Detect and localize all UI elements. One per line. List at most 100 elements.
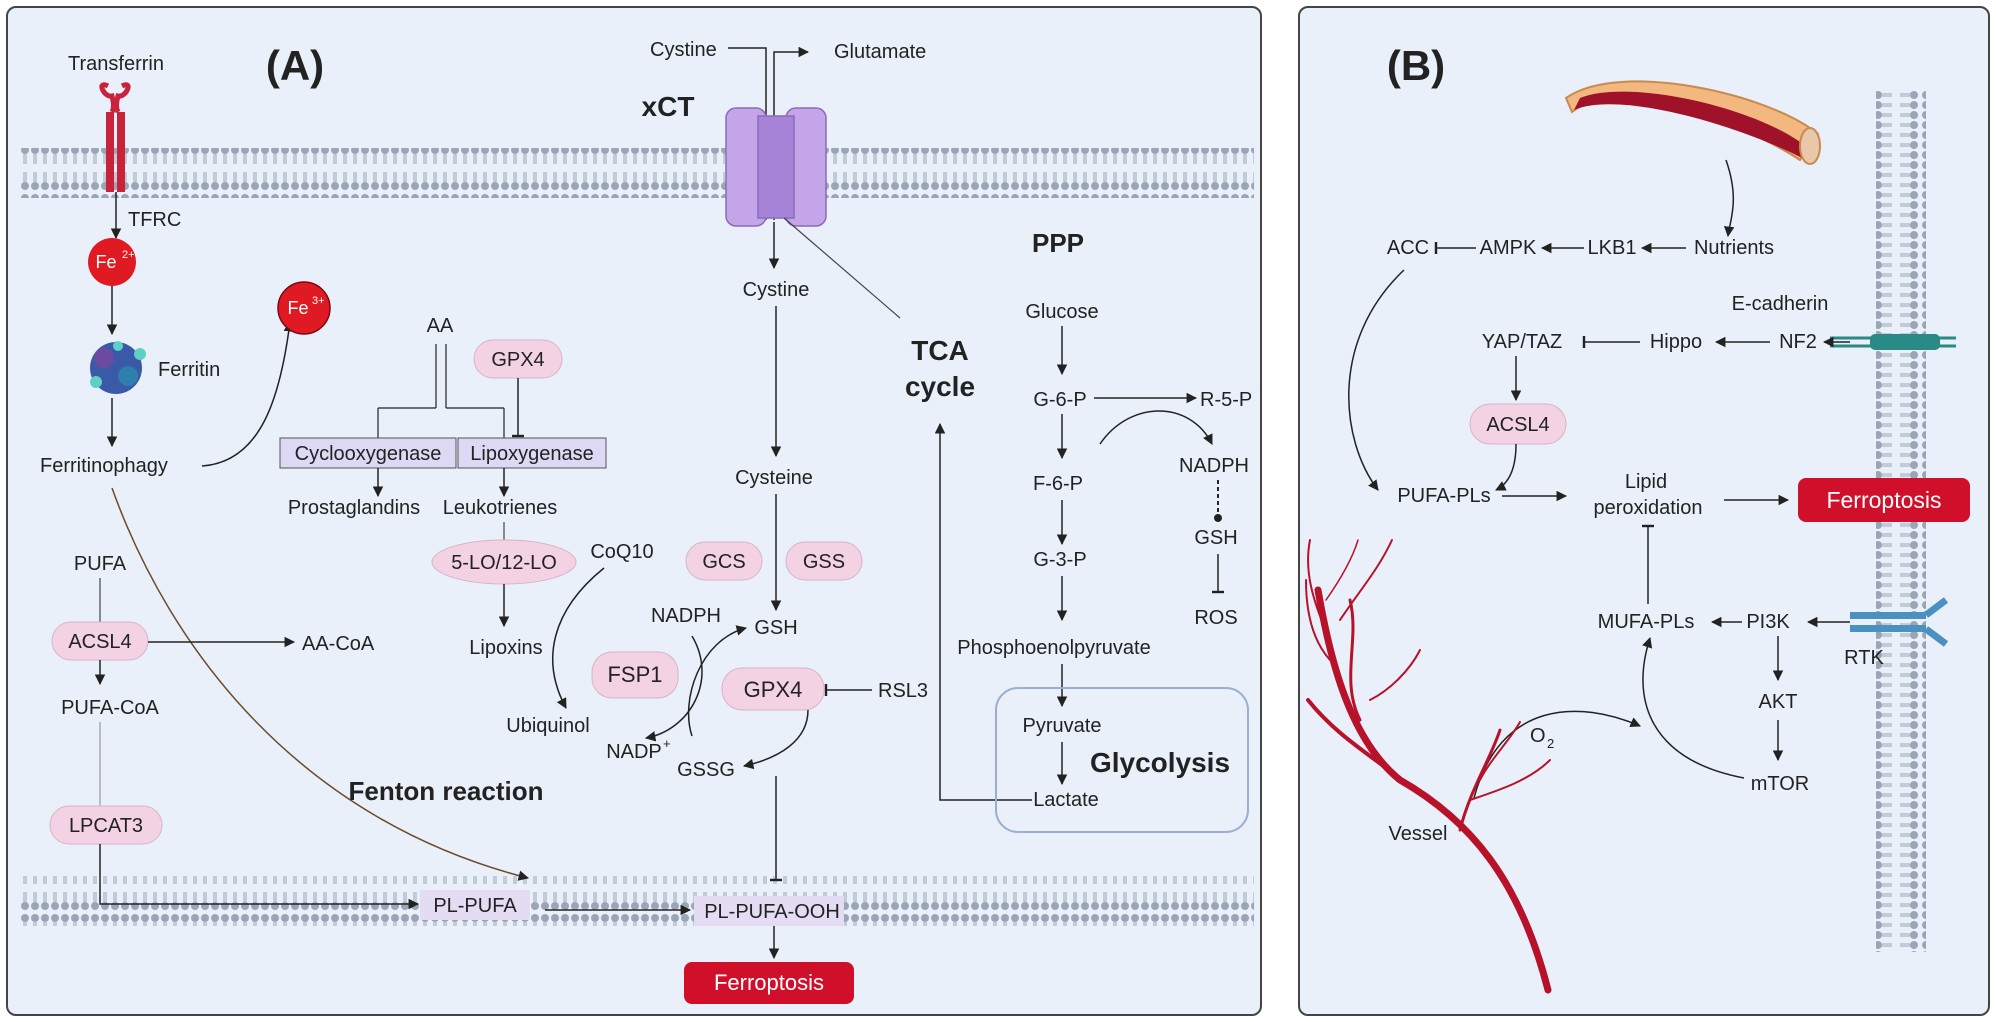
nutrients-label: Nutrients <box>1694 237 1774 259</box>
ferritin-label: Ferritin <box>158 359 220 381</box>
glycolysis-box <box>995 687 1249 833</box>
fe3-superscript: 3+ <box>312 295 325 307</box>
o2-label: O <box>1530 725 1546 747</box>
nadp-label: NADP <box>606 741 662 763</box>
gpx4-mid-label: GPX4 <box>744 677 803 702</box>
mtor-label: mTOR <box>1751 773 1810 795</box>
fe2-superscript: 2+ <box>122 249 135 261</box>
ecadherin-icon <box>1830 334 1956 350</box>
tfrc-label: TFRC <box>128 209 181 231</box>
cysteine-label: Cysteine <box>735 467 813 489</box>
akt-label: AKT <box>1759 691 1798 713</box>
pi3k-label: PI3K <box>1746 611 1790 633</box>
blood-vessel-icon <box>1564 80 1821 165</box>
cyclooxygenase-label: Cyclooxygenase <box>295 443 442 465</box>
cystine-in-label: Cystine <box>743 279 810 301</box>
rsl3-label: RSL3 <box>878 680 928 702</box>
transferrin-label: Transferrin <box>68 53 164 75</box>
xct-label: xCT <box>642 91 695 122</box>
g6p-label: G-6-P <box>1033 389 1086 411</box>
hippo-label: Hippo <box>1650 331 1702 353</box>
ubiquinol-label: Ubiquinol <box>506 715 589 737</box>
aa-label: AA <box>427 315 454 337</box>
fe2-label: Fe <box>95 252 116 272</box>
lkb1-label: LKB1 <box>1588 237 1637 259</box>
ppp-label: PPP <box>1032 228 1084 258</box>
acc-label: ACC <box>1387 237 1429 259</box>
acsl4-enzyme-b <box>1469 403 1567 445</box>
gsh-right-label: GSH <box>1194 527 1237 549</box>
fenton-label: Fenton reaction <box>348 776 543 806</box>
membrane-top <box>20 148 1254 198</box>
pufa-label: PUFA <box>74 553 127 575</box>
lactate-label: Lactate <box>1033 789 1099 811</box>
acsl4-a-label: ACSL4 <box>68 631 131 653</box>
coq10-label: CoQ10 <box>590 541 653 563</box>
lipid-label-1: Lipid <box>1625 471 1667 493</box>
lpcat3-label: LPCAT3 <box>69 815 143 837</box>
leukotrienes-label: Leukotrienes <box>443 497 558 519</box>
lpcat3-enzyme <box>49 805 163 845</box>
gsh-label: GSH <box>754 617 797 639</box>
cystine-out-label: Cystine <box>650 39 717 61</box>
fe3-label: Fe <box>287 298 308 318</box>
lipoxygenase-box <box>457 437 607 469</box>
membrane-bottom <box>20 876 1254 926</box>
panel-a-label: (A) <box>266 42 324 89</box>
ferritin-icon <box>90 341 146 394</box>
pl-pufa-box <box>420 890 530 920</box>
gss-label: GSS <box>803 551 845 573</box>
ferroptosis-box-b <box>1798 478 1970 522</box>
lo-label: 5-LO/12-LO <box>451 552 557 574</box>
ampk-label: AMPK <box>1480 237 1537 259</box>
nadp-superscript: + <box>663 736 671 751</box>
gpx4-top-label: GPX4 <box>491 349 544 371</box>
mufapls-label: MUFA-PLs <box>1598 611 1695 633</box>
rtk-label: RTK <box>1844 647 1884 669</box>
ferroptosis-a-label: Ferroptosis <box>714 970 824 995</box>
pyruvate-label: Pyruvate <box>1023 715 1102 737</box>
pufacoa-label: PUFA-CoA <box>61 697 159 719</box>
aacoa-label: AA-CoA <box>302 633 375 655</box>
panel-b-label: (B) <box>1387 42 1445 89</box>
cyclooxygenase-box <box>279 437 457 469</box>
gssg-label: GSSG <box>677 759 735 781</box>
nf2-label: NF2 <box>1779 331 1817 353</box>
yaptaz-label: YAP/TAZ <box>1482 331 1562 353</box>
rtk-receptor-icon <box>1850 597 1949 647</box>
plpufa-label: PL-PUFA <box>433 895 517 917</box>
fe2-ion-icon <box>88 238 136 286</box>
nadph-left-label: NADPH <box>651 605 721 627</box>
tca-label-1: TCA <box>911 335 969 366</box>
lipoxygenase-label: Lipoxygenase <box>470 443 593 465</box>
acsl4-b-label: ACSL4 <box>1486 414 1549 436</box>
ferroptosis-b-label: Ferroptosis <box>1826 487 1941 513</box>
glucose-label: Glucose <box>1025 301 1098 323</box>
transferrin-receptor-icon <box>99 82 131 192</box>
xct-transporter-icon <box>725 107 827 227</box>
vessel-label: Vessel <box>1389 823 1448 845</box>
nadph-right-label: NADPH <box>1179 455 1249 477</box>
ros-label: ROS <box>1194 607 1237 629</box>
glutamate-label: Glutamate <box>834 41 926 63</box>
tca-label-2: cycle <box>905 371 975 402</box>
lipoxins-label: Lipoxins <box>469 637 542 659</box>
prostaglandins-label: Prostaglandins <box>288 497 420 519</box>
ferroptosis-box-a <box>684 962 854 1004</box>
gcs-label: GCS <box>702 551 745 573</box>
lipid-label-2: peroxidation <box>1594 497 1703 519</box>
branching-vessel-icon <box>1305 539 1552 994</box>
gcs-enzyme <box>685 541 763 581</box>
fe3-ion-icon <box>277 281 331 335</box>
fsp1-enzyme <box>591 651 679 699</box>
gpx4-enzyme-mid <box>721 667 825 711</box>
pufapls-label: PUFA-PLs <box>1397 485 1490 507</box>
ecadherin-label: E-cadherin <box>1732 293 1829 315</box>
r5p-label: R-5-P <box>1200 389 1252 411</box>
fsp1-label: FSP1 <box>607 662 662 687</box>
f6p-label: F-6-P <box>1033 473 1083 495</box>
glycolysis-label: Glycolysis <box>1090 747 1230 778</box>
gss-enzyme <box>785 541 863 581</box>
ferritinophagy-label: Ferritinophagy <box>40 455 168 477</box>
